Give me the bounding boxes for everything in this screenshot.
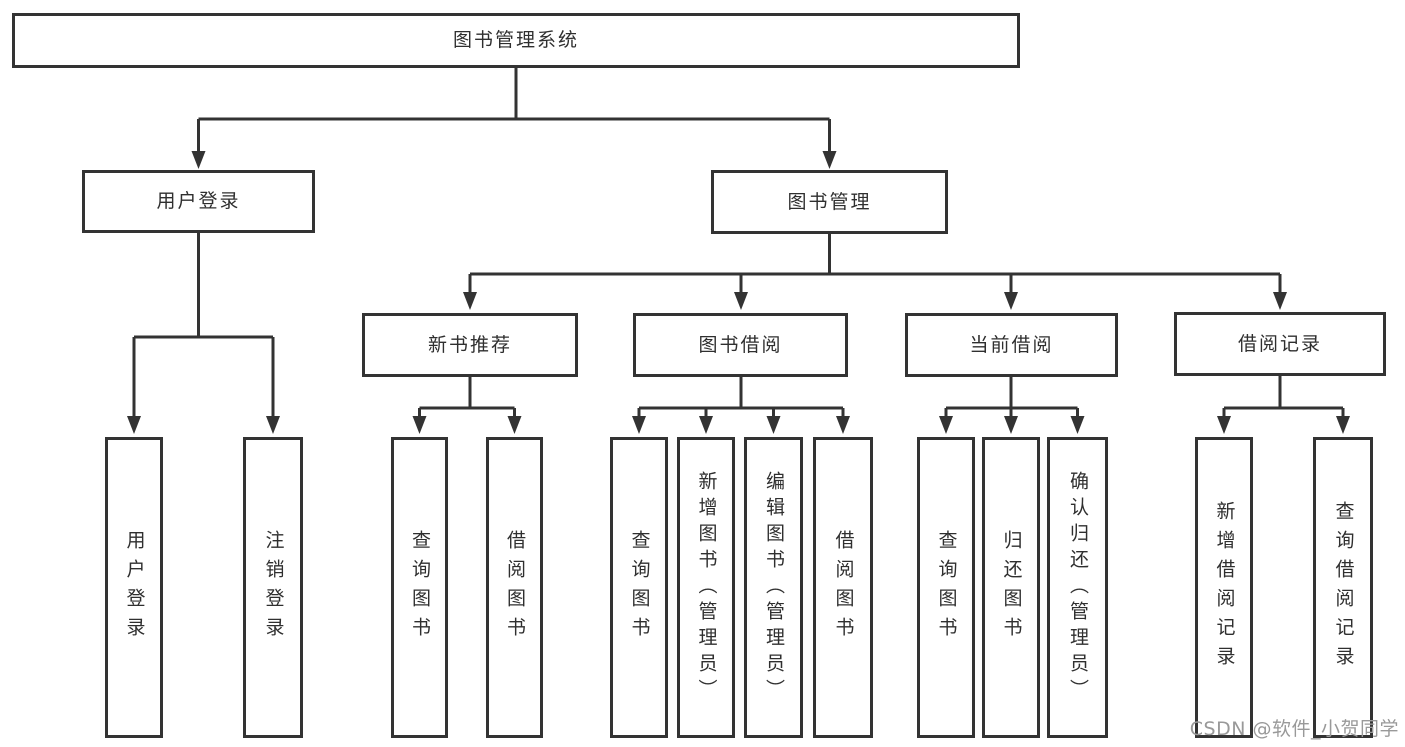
connector-records-to-leaves xyxy=(1217,376,1350,434)
leaf-edit-books-admin: 编辑图书（管理员） xyxy=(744,437,803,738)
leaf-return-books: 归还图书 xyxy=(982,437,1040,738)
node-borrowing-records: 借阅记录 xyxy=(1174,312,1386,376)
connector-book-mgmt-to-level3 xyxy=(463,234,1287,310)
node-book-borrowing: 图书借阅 xyxy=(633,313,848,377)
connector-root-to-level2 xyxy=(191,68,837,169)
connector-current-to-leaves xyxy=(939,377,1085,434)
leaf-confirm-return-admin: 确认归还（管理员） xyxy=(1047,437,1108,738)
node-root: 图书管理系统 xyxy=(12,13,1020,68)
leaf-logout: 注销登录 xyxy=(243,437,303,738)
connector-borrowing-to-leaves xyxy=(632,377,850,434)
watermark: CSDN @软件_小贺同学 xyxy=(1189,718,1399,740)
leaf-query-borrow-record: 查询借阅记录 xyxy=(1313,437,1373,738)
node-book-management: 图书管理 xyxy=(711,170,948,234)
leaf-borrow-books-borrowing: 借阅图书 xyxy=(813,437,873,738)
node-current-borrowing: 当前借阅 xyxy=(905,313,1118,377)
node-new-book-recommend: 新书推荐 xyxy=(362,313,578,377)
connector-new-book-to-leaves xyxy=(412,377,522,434)
leaf-borrow-books-recommend: 借阅图书 xyxy=(486,437,543,738)
leaf-add-books-admin: 新增图书（管理员） xyxy=(677,437,735,738)
leaf-query-books-recommend: 查询图书 xyxy=(391,437,448,738)
connector-user-login-to-leaves xyxy=(127,233,280,434)
leaf-add-borrow-record: 新增借阅记录 xyxy=(1195,437,1253,738)
leaf-user-login: 用户登录 xyxy=(105,437,163,738)
leaf-query-books-borrowing: 查询图书 xyxy=(610,437,668,738)
node-user-login: 用户登录 xyxy=(82,170,315,233)
leaf-query-books-current: 查询图书 xyxy=(917,437,975,738)
